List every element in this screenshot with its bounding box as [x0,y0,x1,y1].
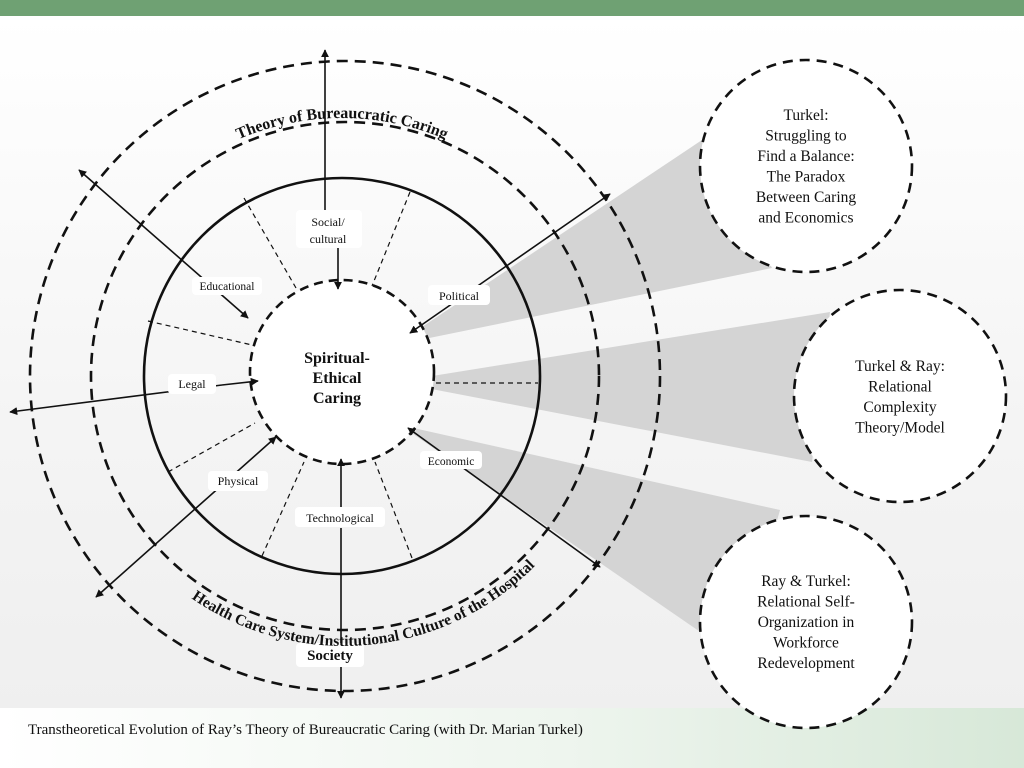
label-legal: Legal [178,377,206,391]
label-educational: Educational [200,281,255,293]
bubble-line: Turkel & Ray: [855,358,945,375]
label-society: Society [307,648,353,664]
inner-solid-ring [142,176,542,576]
bubble-line: Relational Self- [757,594,855,611]
label-technological: Technological [306,511,374,525]
cone-2 [395,312,830,462]
label-social-cultural-2: cultural [310,232,347,246]
svg-text:Ethical: Ethical [313,370,362,387]
svg-text:Ray & Turkel:Relational Self-O: Ray & Turkel: Relational Self- Organizatio… [757,573,855,672]
label-political: Political [439,289,480,303]
bubble-line: The Paradox [767,169,846,186]
bubble-line: Find a Balance: [757,148,854,165]
bubble-line: Workforce [773,635,839,652]
center-dashed-ring [248,278,436,466]
bubble-line: Relational [868,379,932,396]
svg-text:Caring: Caring [313,390,361,407]
label-social-cultural-1: Social/ [311,215,345,229]
middle-ring-label: Health Care System/Institutional Culture… [189,556,538,650]
slide-caption: Transtheoretical Evolution of Ray’s Theo… [28,722,583,738]
bubble-line: Between Caring [756,189,857,206]
bubble-line: Ray & Turkel: [761,573,851,590]
bubble-turkel-balance: Turkel: Struggling to Find a Balance: The P… [698,58,914,274]
outer-dashed-ring [28,59,662,693]
center-label: Spiritual- Ethical Caring [304,350,370,407]
label-physical: Physical [218,474,259,488]
top-accent-bar [0,0,1024,16]
middle-dashed-ring [89,120,601,632]
bubble-line: Organization in [758,614,855,631]
bubble-line: Redevelopment [757,655,855,672]
label-backgrounds [168,210,490,667]
bubble-line: Turkel: [783,107,828,124]
footer-band [0,708,1024,768]
svg-text:Spiritual-: Spiritual- [304,350,370,367]
outer-ring-label: Theory of Bureaucratic Caring [234,105,451,143]
bubble-line: Theory/Model [855,420,945,437]
bubble-line: and Economics [758,210,853,227]
bubble-relational-self-organization: Ray & Turkel: Relational Self- Organizatio… [698,514,914,730]
bubble-line: Complexity [863,399,936,416]
bubble-line: Struggling to [765,128,847,145]
label-economic: Economic [428,456,475,468]
